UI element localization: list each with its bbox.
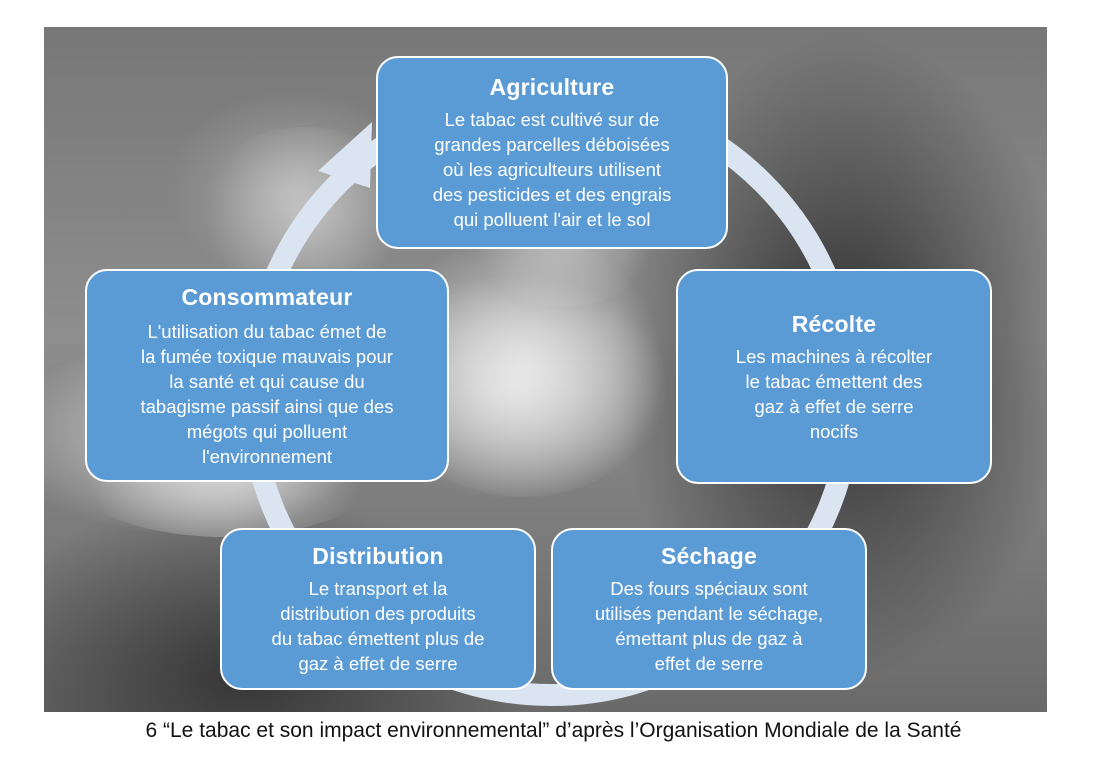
stage-consommateur: Consommateur L'utilisation du tabac émet… — [85, 269, 449, 482]
stage-title: Consommateur — [181, 283, 353, 310]
stage-description: Le transport et la distribution des prod… — [271, 578, 485, 674]
stage-title: Distribution — [312, 543, 444, 569]
stage-description: Des fours spéciaux sont utilisés pendant… — [594, 578, 824, 674]
stage-distribution: Distribution Le transport et la distribu… — [220, 528, 536, 690]
stage-agriculture: Agriculture Le tabac est cultivé sur de … — [376, 56, 728, 249]
stage-title: Récolte — [791, 310, 877, 337]
stage-description: Le tabac est cultivé sur de grandes parc… — [432, 109, 672, 230]
stage-sechage: Séchage Des fours spéciaux sont utilisés… — [551, 528, 867, 690]
stage-title: Séchage — [660, 543, 757, 569]
figure-caption: 6 “Le tabac et son impact environnementa… — [145, 719, 962, 742]
stage-description: Les machines à récolter le tabac émetten… — [735, 345, 933, 442]
stage-description: L'utilisation du tabac émet de la fumée … — [140, 320, 394, 467]
cycle-arrow-head — [318, 122, 372, 188]
stage-title: Agriculture — [489, 74, 615, 100]
stage-recolte: Récolte Les machines à récolter le tabac… — [676, 269, 992, 484]
